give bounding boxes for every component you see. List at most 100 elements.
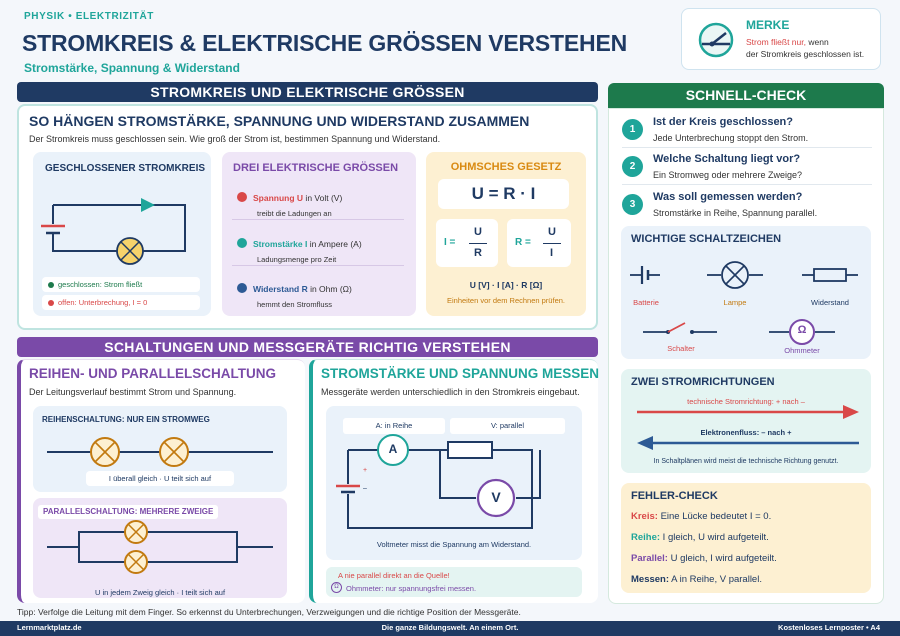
voltage-dot [237,191,247,202]
arrow-left-icon [637,436,859,450]
measure-diagram [336,434,541,529]
merke-box: MERKE Strom fließt nur, wenn der Stromkr… [681,8,881,70]
legend-closed-text: geschlossen: Strom fließt [58,280,143,289]
series-note: I überall gleich · U teilt sich auf [86,471,234,486]
measure-title: STROMSTÄRKE UND SPANNUNG MESSEN [321,366,600,381]
series-label: REIHENSCHALTUNG: NUR EIN STROMWEG [42,415,210,424]
ohm-r-label: R = [515,237,531,248]
resistor-label: Widerstand [811,298,849,307]
error-item-1: Kreis: Eine Lücke bedeutet I = 0. [631,511,771,522]
battery-plus: + [363,467,368,474]
lamp-symbol-icon [707,261,763,289]
merke-line2: der Stromkreis geschlossen ist. [746,49,865,59]
footer-brand[interactable]: Lernmarktplatz.de [17,623,82,632]
quantity-u-unit: in Volt (V) [303,193,343,203]
merke-rest: wenn [806,37,829,47]
legend-closed: geschlossen: Strom fließt [42,277,200,292]
schnell-check-bar: SCHNELL-CHECK [608,83,884,108]
parallel-diagram [47,520,273,574]
error-key-2: Reihe: [631,532,661,543]
error-key-3: Parallel: [631,553,668,564]
switch-label: Schalter [667,344,695,353]
quantity-i-desc: Ladungsmenge pro Zeit [257,255,337,264]
ohmmeter-label: Ohmmeter [784,346,820,355]
switch-icon [698,22,734,58]
error-text-2: I gleich, U wird aufgeteilt. [660,532,769,543]
page-title: STROMKREIS & ELEKTRISCHE GRÖSSEN VERSTEH… [22,30,628,56]
series-title: REIHEN- UND PARALLELSCHALTUNG [29,366,276,381]
errors-title: FEHLER-CHECK [631,490,718,502]
ohm-i-box: I = U R [436,219,498,267]
check-number-3: 3 [622,194,643,215]
battery-minus: – [363,485,367,492]
quantity-r-unit: in Ohm (Ω) [307,284,352,294]
resistance-dot [237,282,247,293]
ohm-i-label: I = [444,237,456,248]
ohm-r-num: U [548,226,556,238]
series-subtitle: Der Leitungsverlauf bestimmt Strom und S… [29,387,237,397]
ohm-units: U [V] · I [A] · R [Ω] [469,280,543,290]
electron-flow-label: Elektronenfluss: – nach + [700,428,792,437]
parallel-label: PARALLELSCHALTUNG: MEHRERE ZWEIGE [38,505,219,519]
check-number-1: 1 [622,119,643,140]
legend-open: offen: Unterbrechung, I = 0 [42,295,200,310]
series-diagram [47,437,273,467]
section1-subtitle: Der Stromkreis muss geschlossen sein. Wi… [29,134,441,144]
footer-slogan: Die ganze Bildungswelt. An einem Ort. [381,623,519,632]
battery-label: Batterie [633,298,659,307]
quantity-u-desc: treibt die Ladungen an [257,209,332,218]
legend-open-text: offen: Unterbrechung, I = 0 [58,298,148,307]
quantity-u-name: Spannung U [253,193,304,203]
directions-title: ZWEI STROMRICHTUNGEN [631,376,775,388]
quantity-i: Stromstärke I in Ampere (A) Ladungsmenge… [237,234,362,264]
measure-warning: A nie parallel direkt an die Quelle! Ω O… [326,567,582,597]
warning-text: A nie parallel direkt an die Quelle! [338,571,450,580]
parallel-note: U in jedem Zweig gleich · I teilt sich a… [94,588,226,597]
error-item-3: Parallel: U gleich, I wird aufgeteilt. [631,553,777,564]
check-q-3: Was soll gemessen werden? [653,191,803,203]
quantity-r: Widerstand R in Ohm (Ω) hemmt den Stromf… [237,279,352,309]
closed-circuit-diagram [41,198,186,265]
footer-tip: Tipp: Verfolge die Leitung mit dem Finge… [17,607,521,617]
footer-right: Kostenloses Lernposter • A4 [778,623,880,632]
ohm-i-den: R [474,247,482,259]
voltmeter-label: V: parallel [450,418,565,434]
symbols-title: WICHTIGE SCHALTZEICHEN [631,233,782,245]
error-text-4: A in Reihe, V parallel. [669,574,762,585]
error-key-1: Kreis: [631,511,658,522]
measure-subtitle: Messgeräte werden unterschiedlich in den… [321,387,580,397]
check-a-1: Jede Unterbrechung stoppt den Strom. [653,133,809,143]
current-dot [237,237,247,248]
ohmmeter-omega: Ω [797,324,807,336]
check-a-3: Stromstärke in Reihe, Spannung parallel. [653,208,818,218]
quantity-i-unit: in Ampere (A) [307,239,362,249]
ohm-i-num: U [474,226,482,238]
battery-symbol-icon [630,266,660,284]
ohm-title: OHMSCHES GESETZ [450,161,562,173]
resistor-symbol-icon [802,268,858,282]
error-text-1: Eine Lücke bedeutet I = 0. [657,511,772,522]
quantities-panel [222,152,416,316]
check-a-2: Ein Stromweg oder mehrere Zweige? [653,170,803,180]
quantity-i-name: Stromstärke I [253,239,308,249]
ohm-r-den: I [550,247,554,259]
switch-symbol-icon [643,322,717,334]
section1-title: SO HÄNGEN STROMSTÄRKE, SPANNUNG UND WIDE… [29,113,530,129]
footer-bar [0,621,900,636]
measure-caption: Voltmeter misst die Spannung am Widersta… [376,540,532,549]
kicker: PHYSIK • ELEKTRIZITÄT [24,11,154,22]
arrow-right-icon [637,405,859,419]
quantity-u: Spannung U in Volt (V) treibt die Ladung… [237,188,342,218]
ohmmeter-symbol-icon [769,319,835,345]
ohm-r-box: R = U I [507,219,571,267]
merke-red: Strom fließt nur, [746,37,806,47]
ammeter-label: A: in Reihe [343,418,445,434]
page-subtitle: Stromstärke, Spannung & Widerstand [24,61,240,75]
symbols-panel [621,226,871,359]
ohmmeter-note: Ohmmeter: nur spannungsfrei messen. [346,584,477,593]
directions-panel [621,369,871,473]
ammeter-symbol: A [388,442,398,456]
ohm-formula: U = R · I [438,179,569,209]
section2-bar: SCHALTUNGEN UND MESSGERÄTE RICHTIG VERST… [17,337,598,357]
ohm-note: Einheiten vor dem Rechnen prüfen. [447,296,565,305]
